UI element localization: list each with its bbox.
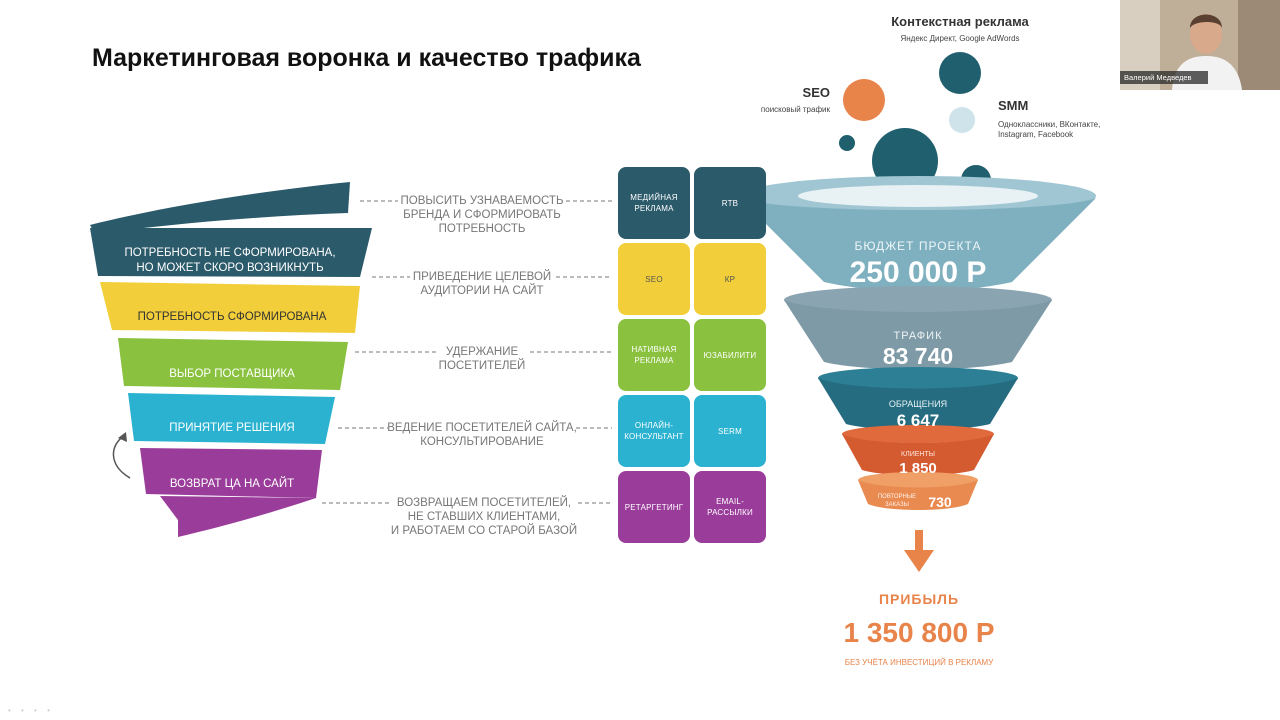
slide-title: Маркетинговая воронка и качество трафика [92, 44, 641, 72]
funnel-stage-traffic [784, 300, 1052, 370]
slide-controls[interactable]: • • • • [8, 706, 54, 715]
tile-usability: ЮЗАБИЛИТИ [694, 319, 766, 391]
budget-label: БЮДЖЕТ ПРОЕКТА [855, 239, 982, 253]
goal-5-line3: И РАБОТАЕМ СО СТАРОЙ БАЗОЙ [391, 524, 577, 537]
goal-5-line2: НЕ СТАВШИХ КЛИЕНТАМИ, [408, 511, 561, 523]
goal-2-line1: ПРИВЕДЕНИЕ ЦЕЛЕВОЙ [413, 270, 551, 283]
left-layer-3-label: ВЫБОР ПОСТАВЩИКА [169, 368, 295, 380]
funnel-rim-inner [798, 185, 1038, 207]
funnel-stage-clients [842, 434, 994, 476]
requests-value: 6 647 [897, 411, 940, 430]
bubble-context [939, 52, 981, 94]
goal-4-line1: ВЕДЕНИЕ ПОСЕТИТЕЛЕЙ САЙТА, [387, 421, 577, 434]
funnel-traffic-rim [784, 286, 1052, 314]
smm-title: SMM [998, 98, 1028, 113]
left-funnel-layer-1 [90, 228, 372, 277]
right-funnel: БЮДЖЕТ ПРОЕКТА 250 000 Р ТРАФИК 83 740 О… [740, 176, 1096, 510]
requests-label: ОБРАЩЕНИЯ [889, 399, 947, 409]
seo-sub: поисковый трафик [761, 105, 831, 114]
smm-sub-line2: Instagram, Facebook [998, 130, 1074, 139]
context-ads-sub: Яндекс Директ, Google AdWords [900, 34, 1019, 43]
budget-value: 250 000 Р [850, 256, 987, 289]
context-ads-title: Контекстная реклама [891, 14, 1029, 29]
left-funnel-layer-5 [140, 448, 322, 498]
profit-value: 1 350 800 Р [843, 617, 994, 648]
loop-arrow-head-icon [118, 432, 127, 442]
bubble-smm [949, 107, 975, 133]
profit-block: ПРИБЫЛЬ 1 350 800 Р БЕЗ УЧЁТА ИНВЕСТИЦИЙ… [843, 530, 995, 667]
tile-retargeting: РЕТАРГЕТИНГ [618, 471, 690, 543]
repeat-label-line2: ЗАКАЗЫ [885, 502, 909, 508]
left-funnel-layer-4 [128, 393, 335, 444]
left-layer-5-label: ВОЗВРАТ ЦА НА САЙТ [170, 477, 294, 490]
repeat-label-line1: ПОВТОРНЫЕ [878, 494, 916, 500]
goal-1-line1: ПОВЫСИТЬ УЗНАВАЕМОСТЬ [400, 195, 563, 207]
clients-label: КЛИЕНТЫ [901, 451, 935, 458]
clients-value: 1 850 [899, 460, 937, 477]
webcam-video: Валерий Медведев [1120, 0, 1280, 90]
traffic-value: 83 740 [883, 343, 953, 369]
down-arrow-shaft [915, 530, 923, 552]
left-funnel-layer-3 [118, 338, 348, 390]
funnel-stage-requests [818, 378, 1018, 430]
speaker-name: Валерий Медведев [1120, 71, 1208, 84]
tile-media-ads: МЕДИЙНАЯ РЕКЛАМА [618, 167, 690, 239]
tile-online-consultant: ОНЛАЙН-КОНСУЛЬТАНТ [618, 395, 690, 467]
left-funnel-layer-2 [100, 282, 360, 333]
goal-2-line2: АУДИТОРИИ НА САЙТ [420, 284, 543, 297]
left-layer-2-label: ПОТРЕБНОСТЬ СФОРМИРОВАНА [138, 311, 327, 323]
tile-seo: SEO [618, 243, 690, 315]
funnel-repeat-rim [858, 472, 978, 488]
traffic-label: ТРАФИК [894, 330, 943, 342]
profit-note: БЕЗ УЧЁТА ИНВЕСТИЦИЙ В РЕКЛАМУ [845, 658, 995, 667]
down-arrow-icon [904, 550, 934, 572]
repeat-value: 730 [928, 494, 952, 510]
traffic-source-bubbles: Контекстная реклама Яндекс Директ, Googl… [761, 14, 1100, 195]
smm-sub-line1: Одноклассники, ВКонтакте, [998, 120, 1100, 129]
left-funnel: ПОТРЕБНОСТЬ НЕ СФОРМИРОВАНА, НО МОЖЕТ СК… [90, 182, 372, 537]
tile-serm: SERM [694, 395, 766, 467]
goal-5-line1: ВОЗВРАЩАЕМ ПОСЕТИТЕЛЕЙ, [397, 496, 571, 509]
goal-4-line2: КОНСУЛЬТИРОВАНИЕ [420, 436, 544, 448]
funnel-requests-rim [818, 367, 1018, 389]
profit-label: ПРИБЫЛЬ [879, 591, 959, 607]
goal-1-line2: БРЕНДА И СФОРМИРОВАТЬ [403, 209, 561, 221]
goal-3-line1: УДЕРЖАНИЕ [446, 346, 519, 358]
goal-3-line2: ПОСЕТИТЕЛЕЙ [439, 359, 526, 372]
tile-rtb: RTB [694, 167, 766, 239]
funnel-clients-rim [842, 425, 994, 443]
left-funnel-tail-top [90, 182, 350, 234]
funnel-stage-budget [740, 198, 1096, 291]
left-layer-4-label: ПРИНЯТИЕ РЕШЕНИЯ [169, 422, 294, 434]
tile-email: EMAIL-РАССЫЛКИ [694, 471, 766, 543]
goals: ПОВЫСИТЬ УЗНАВАЕМОСТЬ БРЕНДА И СФОРМИРОВ… [387, 195, 577, 537]
connectors [322, 200, 612, 504]
goal-1-line3: ПОТРЕБНОСТЬ [439, 223, 526, 235]
loop-arrow-icon [112, 435, 131, 479]
left-funnel-tail-bottom [160, 496, 316, 537]
funnel-stage-repeat [858, 480, 978, 510]
bubble-small-1 [839, 135, 855, 151]
tile-native-ads: НАТИВНАЯ РЕКЛАМА [618, 319, 690, 391]
left-layer-1-line2: НО МОЖЕТ СКОРО ВОЗНИКНУТЬ [136, 262, 323, 274]
left-layer-1-line1: ПОТРЕБНОСТЬ НЕ СФОРМИРОВАНА, [124, 247, 335, 259]
bubble-seo [843, 79, 885, 121]
seo-title: SEO [803, 85, 830, 100]
tile-kr: КР [694, 243, 766, 315]
